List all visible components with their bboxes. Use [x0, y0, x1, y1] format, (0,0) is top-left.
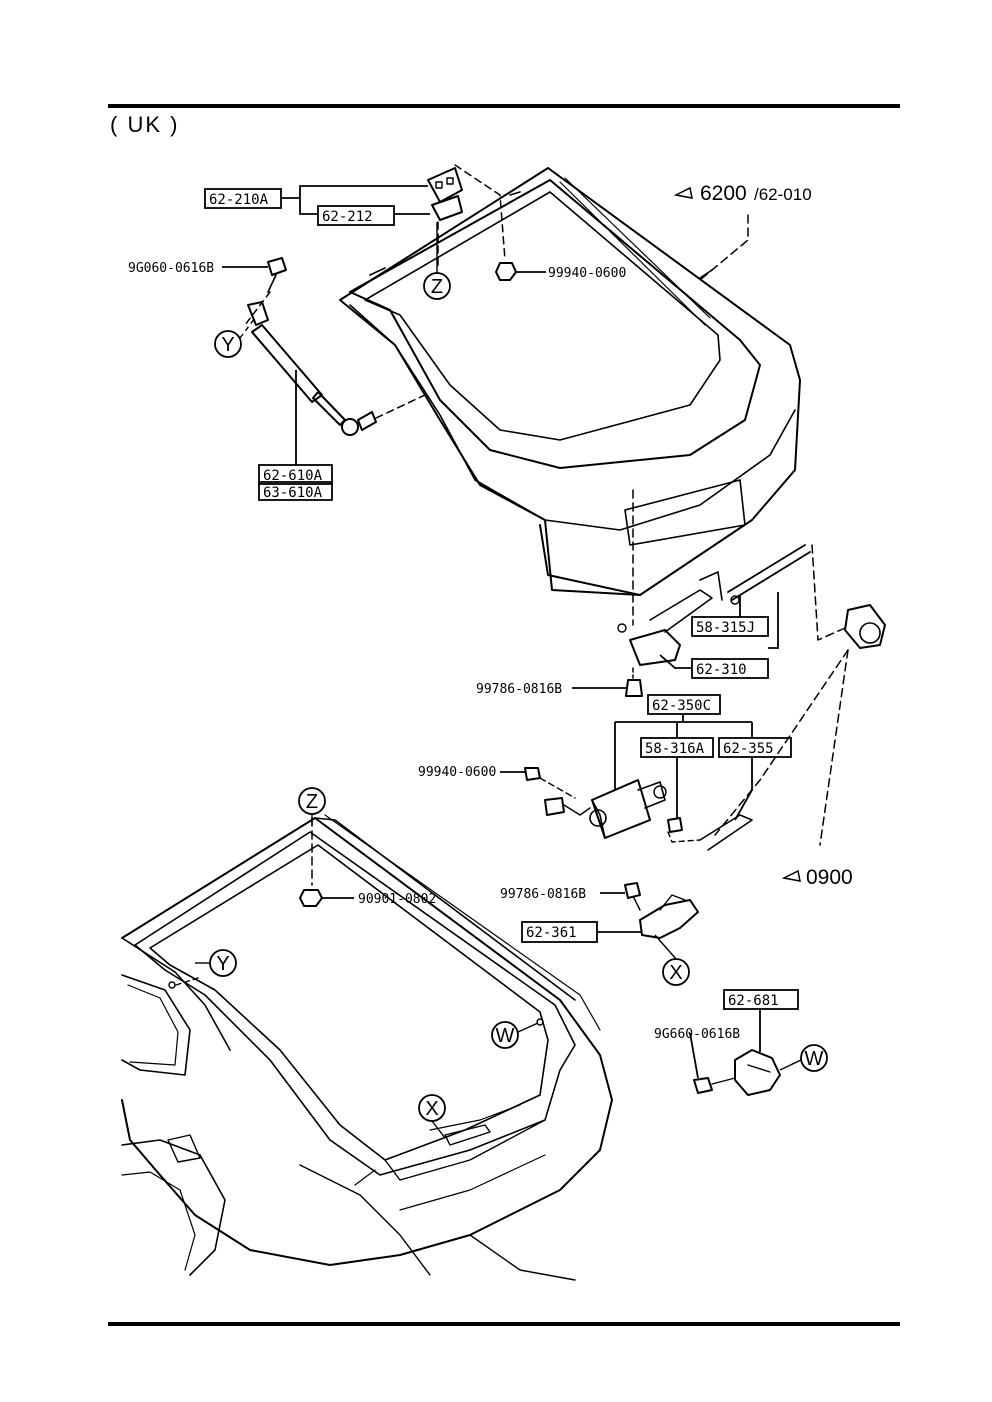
part-62-681: 62-681: [728, 993, 779, 1009]
ref-arrow-icon: [673, 186, 693, 199]
part-bolt-top: 9G060-0616B: [128, 261, 214, 276]
latch-bolt-drawing: [625, 679, 643, 697]
part-62-610A: 62-610A: [263, 468, 323, 484]
hinge-drawing: [427, 167, 463, 221]
bottom-rule: [108, 1322, 900, 1326]
callout-y-top: Y: [221, 334, 234, 356]
callout-w-right: W: [805, 1048, 824, 1070]
bumper-drawing: [693, 1049, 781, 1096]
striker-drawing: [624, 882, 699, 939]
part-striker-bolt: 99786-0816B: [500, 887, 586, 902]
part-62-355: 62-355: [723, 741, 774, 757]
part-latch-bolt: 99786-0816B: [476, 682, 562, 697]
top-rule: [108, 104, 900, 108]
part-62-210A: 62-210A: [209, 192, 269, 208]
lock-cylinder-drawing: [844, 604, 886, 649]
trunk-nut-drawing: [299, 889, 323, 907]
ref-arrow-icon: [781, 869, 801, 882]
callout-w-left: W: [496, 1025, 515, 1047]
callout-z-top: Z: [431, 276, 443, 298]
part-62-310: 62-310: [696, 662, 747, 678]
part-62-361: 62-361: [526, 925, 577, 941]
part-actuator-nut: 99940-0600: [418, 765, 496, 780]
callout-z-bottom: Z: [306, 791, 318, 813]
part-62-212: 62-212: [322, 209, 373, 225]
part-63-610A: 63-610A: [263, 485, 323, 501]
ref-lock-number: 0900: [806, 866, 853, 889]
ref-liftgate-sub: /62-010: [754, 185, 812, 204]
strut-drawing: [247, 257, 377, 436]
part-58-316A: 58-316A: [645, 741, 705, 757]
part-trunk-nut: 90901-0802: [358, 892, 436, 907]
part-58-315J: 58-315J: [696, 620, 755, 636]
callout-x-left: X: [425, 1098, 438, 1120]
part-bumper-bolt: 9G660-0616B: [654, 1027, 740, 1042]
car-body-drawing: [121, 814, 613, 1281]
latch-drawing: [617, 544, 811, 666]
nut-drawing: [495, 262, 517, 281]
actuator-drawing: [524, 767, 753, 851]
callout-x-right: X: [669, 962, 682, 984]
liftgate-drawing: [339, 167, 801, 596]
part-62-350C: 62-350C: [652, 698, 711, 714]
ref-liftgate-number: 6200: [700, 182, 747, 205]
region-label: ( UK ): [110, 112, 180, 137]
part-nut-top: 99940-0600: [548, 266, 626, 281]
callout-y-bottom: Y: [216, 953, 229, 975]
